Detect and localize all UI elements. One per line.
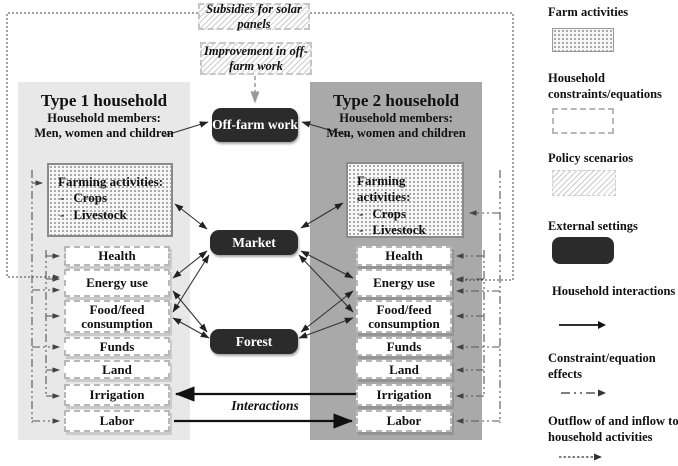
label: Energy use	[373, 275, 435, 291]
type2-farming-item-crops: Crops	[372, 205, 407, 221]
type2-members-label: Household members:	[339, 111, 453, 126]
type1-farming-title: Farming activities:	[58, 174, 164, 189]
type1-title: Type 1 household	[40, 91, 168, 110]
type1-household-header: Type 1 household Household members: Men,…	[18, 91, 190, 141]
type1-constraint-food: Food/feed consumption	[64, 300, 170, 333]
bullet: -	[359, 205, 364, 221]
policy-box-subsidies: Subsidies for solar panels	[198, 1, 310, 31]
offfarm-work-label: Off-farm work	[212, 117, 298, 133]
legend-external-label: External settings	[548, 219, 638, 233]
bullet: -	[60, 206, 65, 222]
label: Irrigation	[376, 387, 432, 403]
legend-dashdot-arrow	[561, 389, 606, 397]
label: Labor	[386, 413, 422, 429]
type1-constraint-energy: Energy use	[64, 269, 170, 297]
label: Land	[389, 361, 419, 377]
type1-constraint-funds: Funds	[64, 337, 170, 356]
type2-constraint-labor: Labor	[356, 410, 452, 432]
market-box: Market	[210, 230, 298, 255]
label: Funds	[99, 338, 135, 354]
label: Energy use	[86, 275, 148, 291]
type2-title: Type 2 household	[332, 91, 460, 110]
type2-constraint-health: Health	[356, 246, 452, 266]
forest-box: Forest	[210, 329, 298, 354]
bullet: -	[60, 190, 65, 206]
subsidies-label: Subsidies for solar panels	[206, 1, 302, 31]
type2-constraint-irrigation: Irrigation	[356, 384, 452, 406]
label: Labor	[99, 413, 135, 429]
type1-constraint-irrigation: Irrigation	[64, 384, 170, 406]
interactions-label: Interactions	[231, 398, 299, 413]
legend-policy-label: Policy scenarios	[548, 151, 634, 165]
legend-farm-activities-label: Farm activities	[548, 5, 629, 19]
type2-constraint-energy: Energy use	[356, 269, 452, 297]
label: Health	[385, 248, 423, 264]
type1-members-label: Household members:	[47, 111, 161, 126]
type1-farming-box: Farming activities: -Crops -Livestock	[47, 163, 173, 237]
type2-farming-item-livestock: Livestock	[372, 221, 426, 237]
label: Land	[102, 361, 132, 377]
improvement-label: Improvement in off-farm work	[204, 43, 308, 73]
legend-constraint-effects-label: Constraint/equation effects	[548, 351, 656, 381]
type2-farming-box: Farming activities: -Crops -Livestock	[346, 162, 464, 238]
legend-external-swatch	[552, 237, 614, 264]
market-label: Market	[232, 234, 276, 250]
type2-constraint-land: Land	[356, 360, 452, 379]
type1-farming-item-livestock: Livestock	[73, 206, 127, 222]
legend-dashed-arrow	[559, 453, 602, 461]
legend-solid-arrow	[559, 321, 606, 329]
legend-interactions-label: Household interactions	[552, 284, 676, 298]
type1-constraint-land: Land	[64, 360, 170, 379]
type1-constraint-labor: Labor	[64, 410, 170, 432]
type1-members: Men, women and children	[34, 126, 174, 141]
type2-farming-title: Farming activities:	[357, 173, 411, 205]
type2-constraint-funds: Funds	[356, 337, 452, 356]
type2-members: Men, women and children	[326, 126, 466, 141]
label: Funds	[386, 338, 422, 354]
label: Food/feed consumption	[368, 301, 440, 331]
bullet: -	[359, 221, 364, 237]
policy-box-improvement: Improvement in off-farm work	[200, 42, 312, 75]
offfarm-work-box: Off-farm work	[212, 108, 298, 142]
label: Food/feed consumption	[81, 301, 153, 331]
legend-constraints-swatch	[552, 108, 614, 134]
type1-constraint-health: Health	[64, 246, 170, 266]
legend-constraints-label: Household constraints/equations	[548, 71, 662, 101]
legend-policy-swatch	[552, 170, 616, 196]
legend-farm-activities-swatch	[552, 28, 614, 52]
label: Irrigation	[89, 387, 145, 403]
type2-constraint-food: Food/feed consumption	[356, 300, 452, 333]
type2-household-header: Type 2 household Household members: Men,…	[310, 91, 482, 141]
legend-outflow-label: Outflow of and inflow to household activ…	[548, 414, 678, 444]
type1-farming-item-crops: Crops	[73, 190, 108, 206]
label: Health	[98, 248, 136, 264]
forest-label: Forest	[235, 333, 273, 349]
